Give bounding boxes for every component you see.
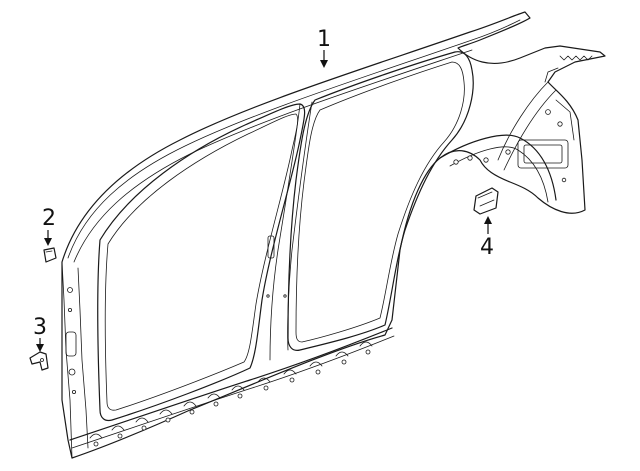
callout-label-2: 2 <box>42 206 56 231</box>
callout-4: 4 <box>480 216 494 260</box>
arrow-down-icon <box>44 238 52 246</box>
callout-label-3: 3 <box>33 315 47 340</box>
part-2-clip <box>43 247 57 263</box>
arrow-up-icon <box>484 216 492 224</box>
callout-1: 1 <box>317 27 331 68</box>
callout-3: 3 <box>33 315 47 352</box>
rocker-holes <box>93 349 371 447</box>
part-3-bracket <box>29 351 49 371</box>
part-4-pad <box>473 187 499 215</box>
callout-label-4: 4 <box>480 235 494 260</box>
body-side-outer-panel <box>61 11 606 459</box>
arrow-down-icon <box>320 60 328 68</box>
callout-label-1: 1 <box>317 27 331 52</box>
arrow-down-icon <box>36 344 44 352</box>
callout-2: 2 <box>42 206 56 246</box>
